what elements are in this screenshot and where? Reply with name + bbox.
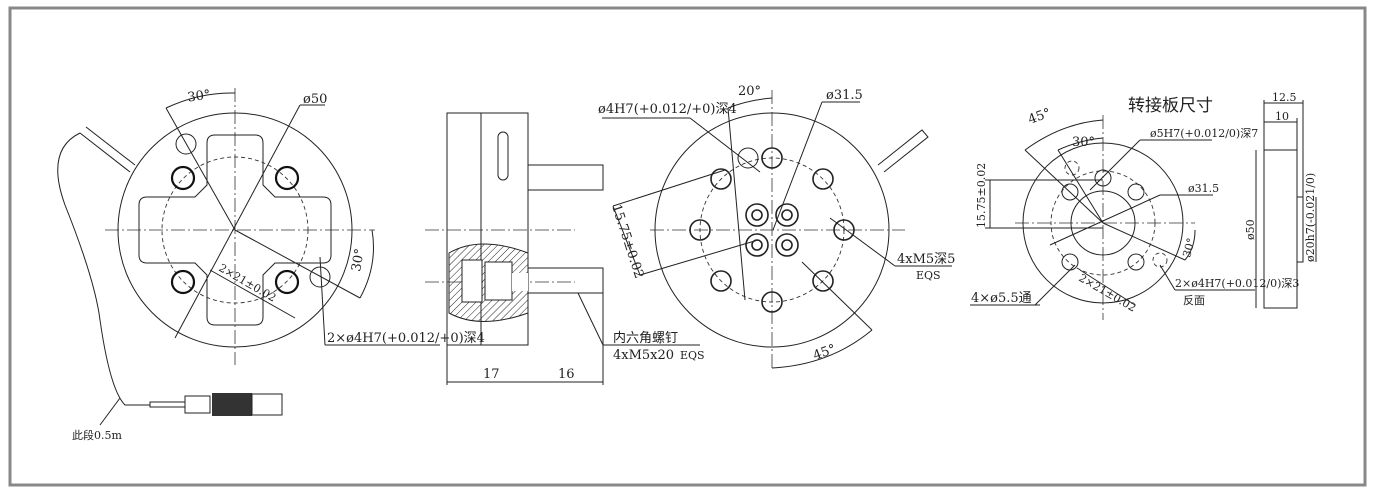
adapter-pitch: 2×21±0.02 bbox=[1077, 271, 1139, 314]
adapter-view bbox=[970, 115, 1255, 320]
adapter-through-holes: 4×ø5.5通 bbox=[971, 291, 1032, 306]
front-angle-top: 30° bbox=[187, 88, 212, 106]
top-angle-bottom: 45° bbox=[811, 342, 838, 364]
top-pin-hole: ø4H7(+0.012/+0)深4 bbox=[598, 102, 737, 117]
adapter-angle-outer: 45° bbox=[1026, 106, 1053, 128]
front-pitch: 2×21±0.02 bbox=[217, 261, 279, 304]
adapter-pcd: ø31.5 bbox=[1188, 182, 1219, 195]
adapter-boss: ø20h7(-0.021/0) bbox=[1304, 173, 1317, 262]
front-angle-right: 30° bbox=[349, 247, 368, 272]
top-view bbox=[602, 90, 952, 370]
adapter-back-hole: 2×ø4H7(+0.012/0)深3 bbox=[1175, 277, 1299, 290]
dim-body: 17 bbox=[483, 367, 500, 382]
screw-label: 内六角螺钉 bbox=[613, 330, 678, 346]
dim-plate: 10 bbox=[1275, 110, 1289, 123]
top-offset: 15.75±0.02 bbox=[608, 203, 646, 281]
adapter-angle-inner: 30° bbox=[1072, 135, 1095, 150]
adapter-side-view bbox=[1255, 100, 1317, 309]
adapter-offset: 15.75±0.02 bbox=[975, 163, 988, 228]
drawing-frame bbox=[8, 6, 1367, 487]
top-pcd: ø31.5 bbox=[826, 88, 863, 103]
front-diameter: ø50 bbox=[303, 92, 327, 107]
top-angle: 20° bbox=[738, 84, 761, 99]
connector-knurl bbox=[212, 393, 252, 416]
adapter-angle-right: 30° bbox=[1180, 237, 1198, 259]
front-view bbox=[57, 88, 440, 426]
cable-note: 此段0.5m bbox=[72, 428, 122, 442]
screw-spec: 4xM5x20 bbox=[613, 348, 674, 363]
top-thread: 4xM5深5 bbox=[897, 252, 955, 267]
top-thread-eqs: EQS bbox=[916, 269, 941, 282]
screw-eqs: EQS bbox=[680, 349, 705, 362]
side-view bbox=[425, 112, 700, 385]
adapter-back-note: 反面 bbox=[1183, 294, 1205, 307]
dim-shaft: 16 bbox=[558, 367, 575, 382]
adapter-side-diameter: ø50 bbox=[1244, 219, 1257, 240]
dim-total: 12.5 bbox=[1272, 91, 1297, 104]
adapter-title: 转接板尺寸 bbox=[1128, 96, 1213, 116]
adapter-pin-hole: ø5H7(+0.012/0)深7 bbox=[1150, 127, 1258, 140]
front-pin-hole: 2×ø4H7(+0.012/+0)深4 bbox=[327, 331, 485, 346]
